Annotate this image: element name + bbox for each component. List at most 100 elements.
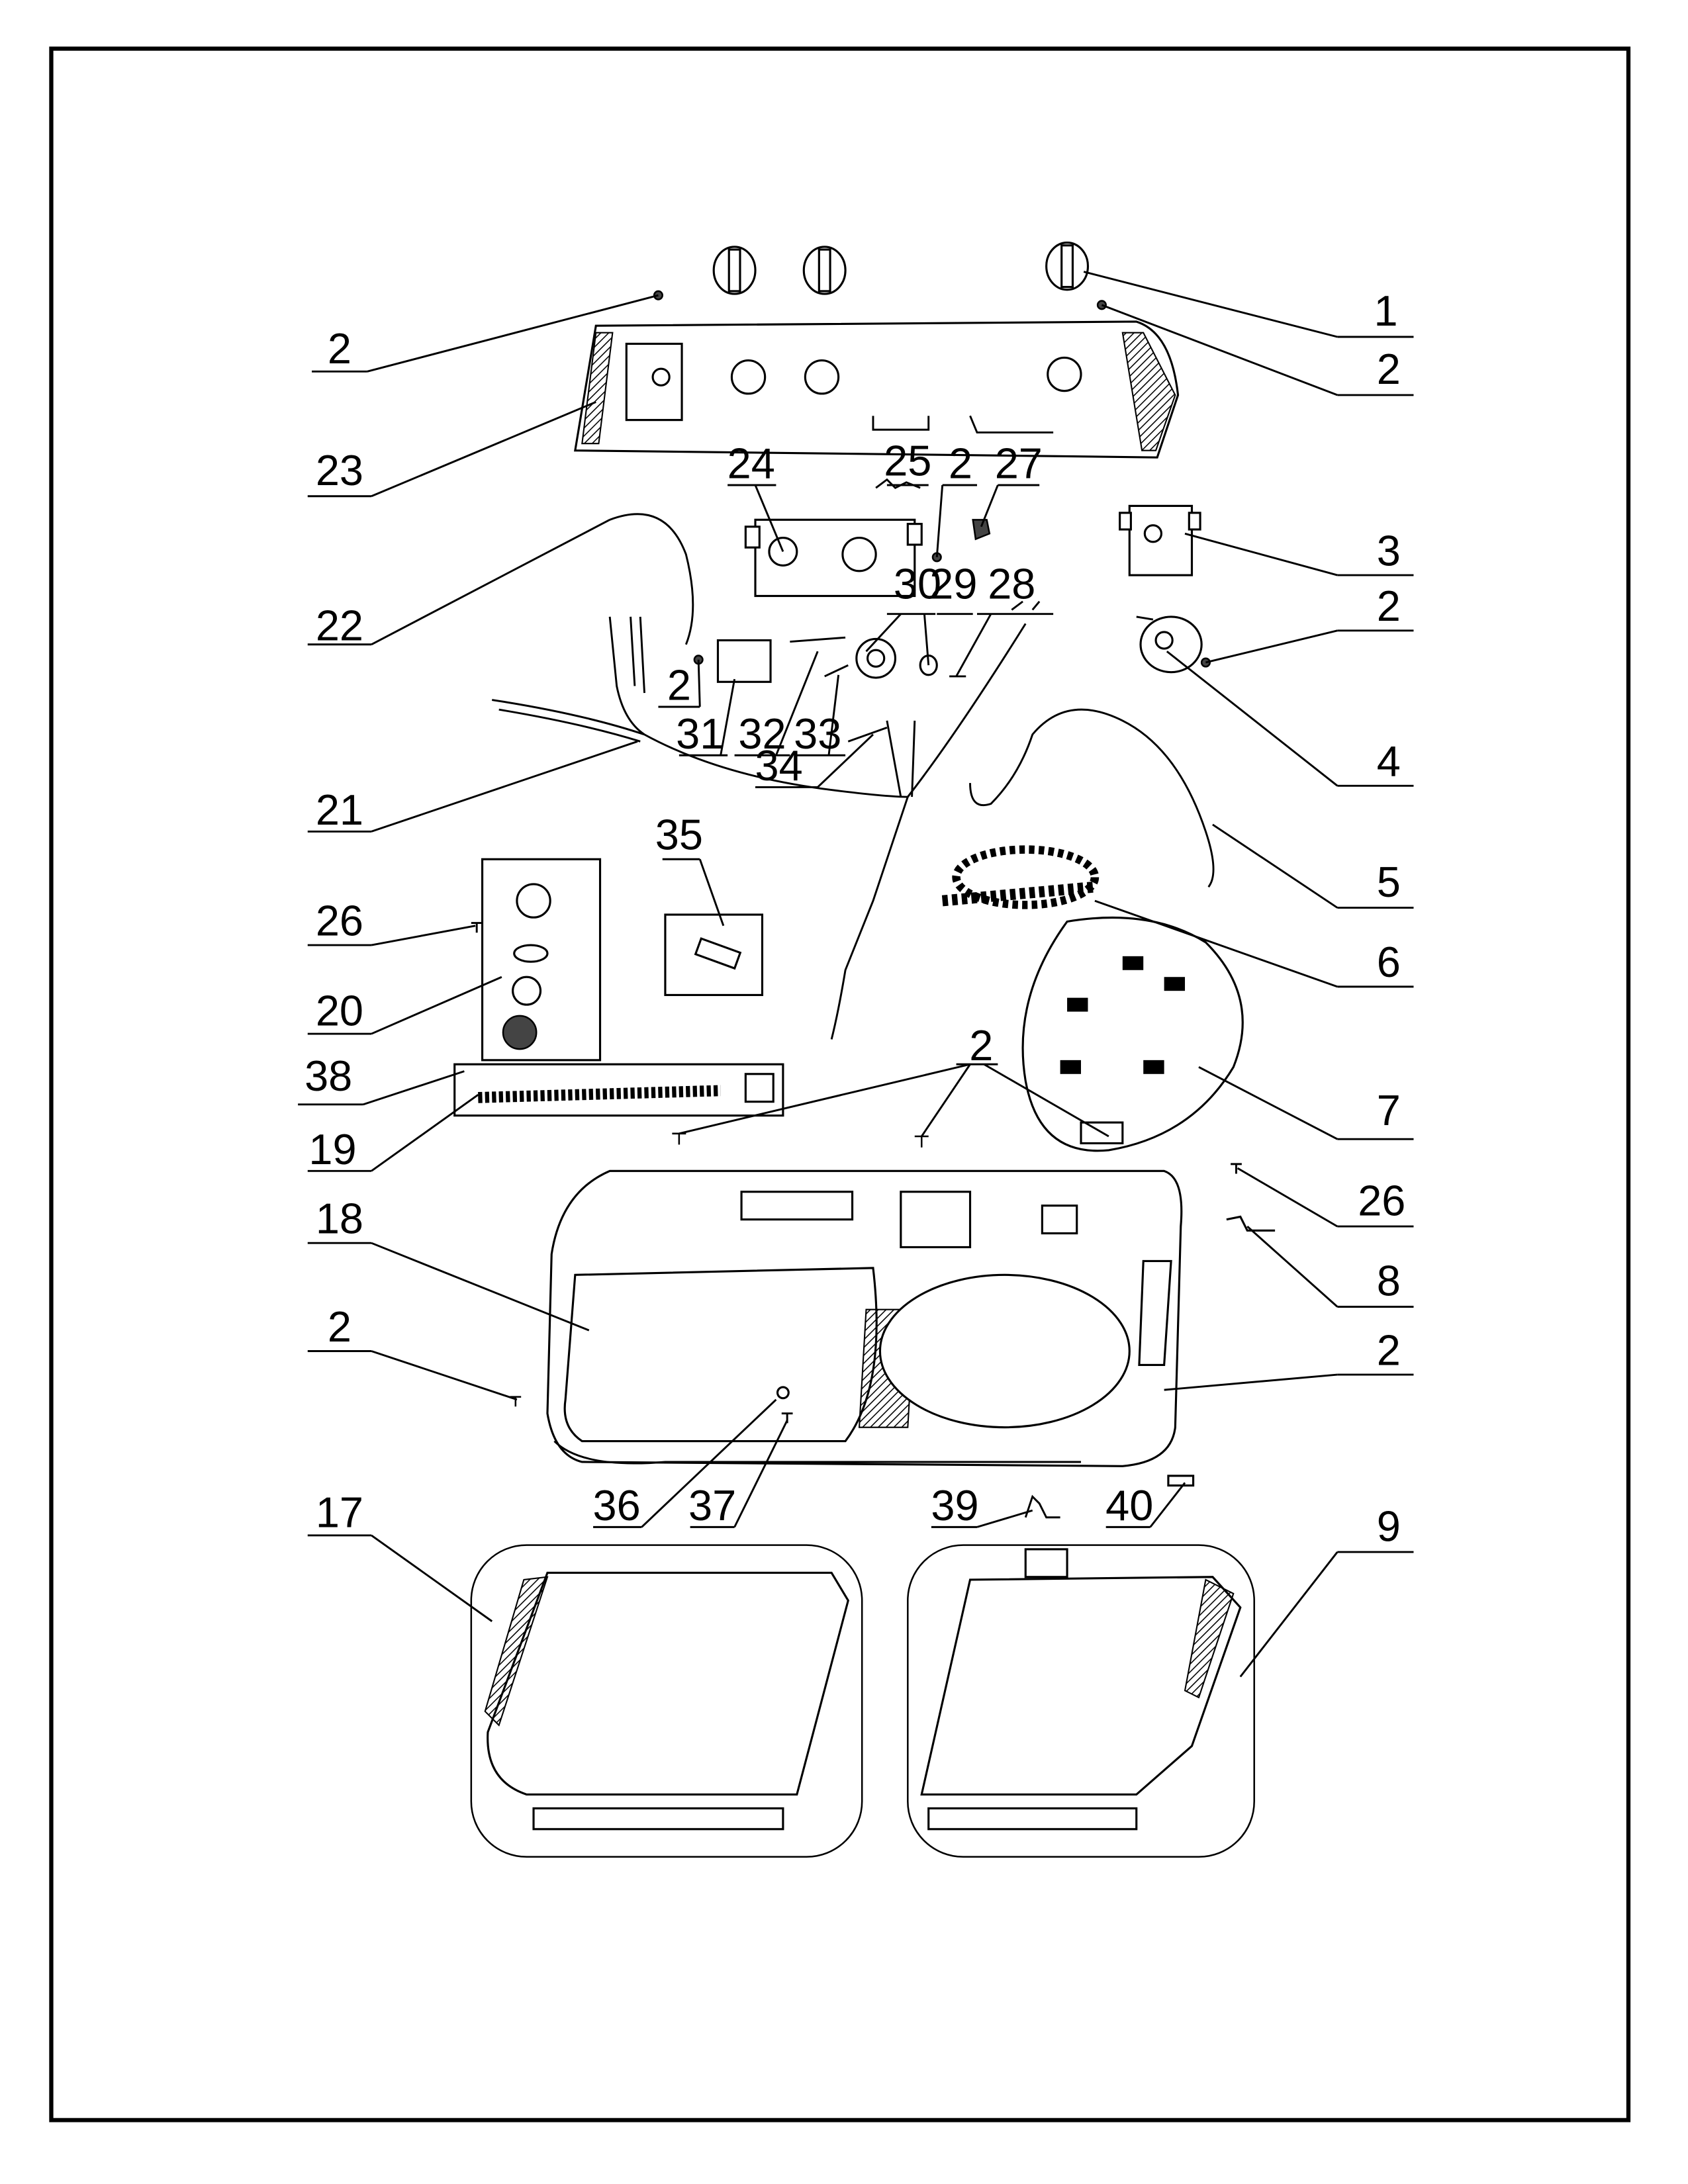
callout-number: 38	[305, 1052, 352, 1100]
callout-number: 25	[884, 436, 931, 484]
leader-line	[697, 659, 701, 707]
callout-number: 2	[328, 324, 352, 373]
leader-line	[976, 1509, 1033, 1528]
leader-line	[817, 733, 874, 788]
callout-number: 20	[316, 987, 363, 1035]
callout-number: 6	[1377, 938, 1401, 986]
callout-17: 17	[307, 1488, 493, 1622]
callout-number: 37	[688, 1481, 736, 1529]
motor-part-30	[855, 637, 897, 679]
pulsator-part-7	[1021, 916, 1244, 1152]
leader-line	[865, 613, 902, 653]
callout-number: 17	[316, 1488, 363, 1536]
bracket-part-8	[1226, 1215, 1276, 1232]
callout-number: 39	[931, 1481, 978, 1529]
callout-24: 24	[727, 439, 784, 553]
callout-1: 1	[1083, 271, 1414, 338]
callout-40: 40	[1105, 1481, 1186, 1529]
pulley-part-31	[716, 639, 772, 683]
lid-part-9	[907, 1544, 1255, 1858]
parts	[453, 242, 1276, 1858]
leader-line	[371, 519, 610, 646]
callout-2: 2	[679, 1021, 1109, 1138]
spring-part-39	[1024, 1494, 1060, 1519]
leader-line	[698, 858, 725, 927]
callout-number: 3	[1377, 526, 1401, 574]
callout-2: 2	[1101, 304, 1414, 396]
leader-line	[1094, 899, 1338, 988]
callout-2: 2	[312, 294, 659, 373]
callout-number: 36	[593, 1481, 641, 1529]
part-35	[664, 913, 764, 997]
callout-39: 39	[931, 1481, 1033, 1529]
callout-number: 22	[316, 601, 363, 649]
leader-line	[1101, 304, 1338, 396]
callout-38: 38	[298, 1052, 465, 1106]
leader-line	[371, 1242, 590, 1332]
callout-number: 2	[1377, 345, 1401, 393]
leader-line	[775, 651, 819, 756]
callout-number: 28	[988, 560, 1035, 608]
switch-part-3	[1119, 504, 1201, 576]
leader-line	[1212, 823, 1338, 909]
callout-number: 24	[727, 439, 775, 488]
leader-line	[935, 484, 944, 557]
leader-line	[1198, 1066, 1338, 1140]
leader-line	[754, 484, 784, 553]
callout-number: 1	[1374, 287, 1398, 335]
callout-7: 7	[1198, 1066, 1414, 1140]
callout-number: 23	[316, 446, 363, 494]
control-panel-part-23	[573, 320, 1180, 459]
drain-valve-part-20	[481, 858, 602, 1062]
leader-line	[1246, 1225, 1338, 1308]
callout-2: 2	[935, 439, 977, 557]
callout-6: 6	[1094, 899, 1414, 988]
callout-number: 4	[1377, 737, 1401, 786]
callout-number: 31	[676, 709, 724, 758]
callout-21: 21	[307, 740, 638, 834]
callout-27: 27	[980, 439, 1043, 527]
callout-number: 18	[316, 1195, 363, 1243]
callout-9: 9	[1239, 1502, 1414, 1678]
timer-part-24	[744, 518, 923, 598]
callout-2: 2	[658, 659, 701, 709]
leader-line	[733, 1420, 788, 1528]
leader-line	[363, 1070, 465, 1106]
leader-line	[371, 401, 596, 498]
leader-line	[371, 740, 638, 833]
callout-28: 28	[955, 560, 1054, 677]
pin-part-32	[790, 636, 846, 643]
callout-18: 18	[307, 1195, 590, 1332]
leader-line	[1083, 271, 1338, 338]
callout-number: 21	[316, 786, 363, 834]
callout-number: 29	[929, 560, 977, 608]
leader-line	[980, 484, 999, 527]
callout-35: 35	[655, 811, 725, 927]
base-tub-part-18	[546, 1169, 1183, 1467]
callout-number: 30	[894, 560, 941, 608]
callout-34: 34	[755, 733, 874, 790]
callout-2: 2	[1164, 1326, 1414, 1391]
callout-33: 33	[794, 674, 846, 758]
callout-number: 5	[1377, 858, 1401, 906]
knob-part-1	[712, 242, 1090, 295]
leader-line	[641, 1398, 777, 1528]
callout-number: 2	[949, 439, 972, 488]
leader-line	[1184, 532, 1338, 576]
drain-hose-part-19	[453, 1063, 784, 1117]
callout-36: 36	[593, 1398, 777, 1529]
callout-2: 2	[1205, 582, 1414, 664]
callout-19: 19	[307, 1093, 479, 1173]
leader-line	[371, 976, 502, 1035]
leader-line	[371, 1350, 518, 1401]
callout-29: 29	[923, 560, 977, 666]
leader-line	[923, 614, 930, 666]
connector-part-34	[847, 727, 888, 743]
callout-31: 31	[676, 678, 736, 758]
callout-4: 4	[1166, 651, 1414, 787]
leader-line	[1237, 1167, 1338, 1228]
callout-number: 19	[308, 1125, 356, 1173]
callout-number: 26	[1358, 1176, 1405, 1224]
